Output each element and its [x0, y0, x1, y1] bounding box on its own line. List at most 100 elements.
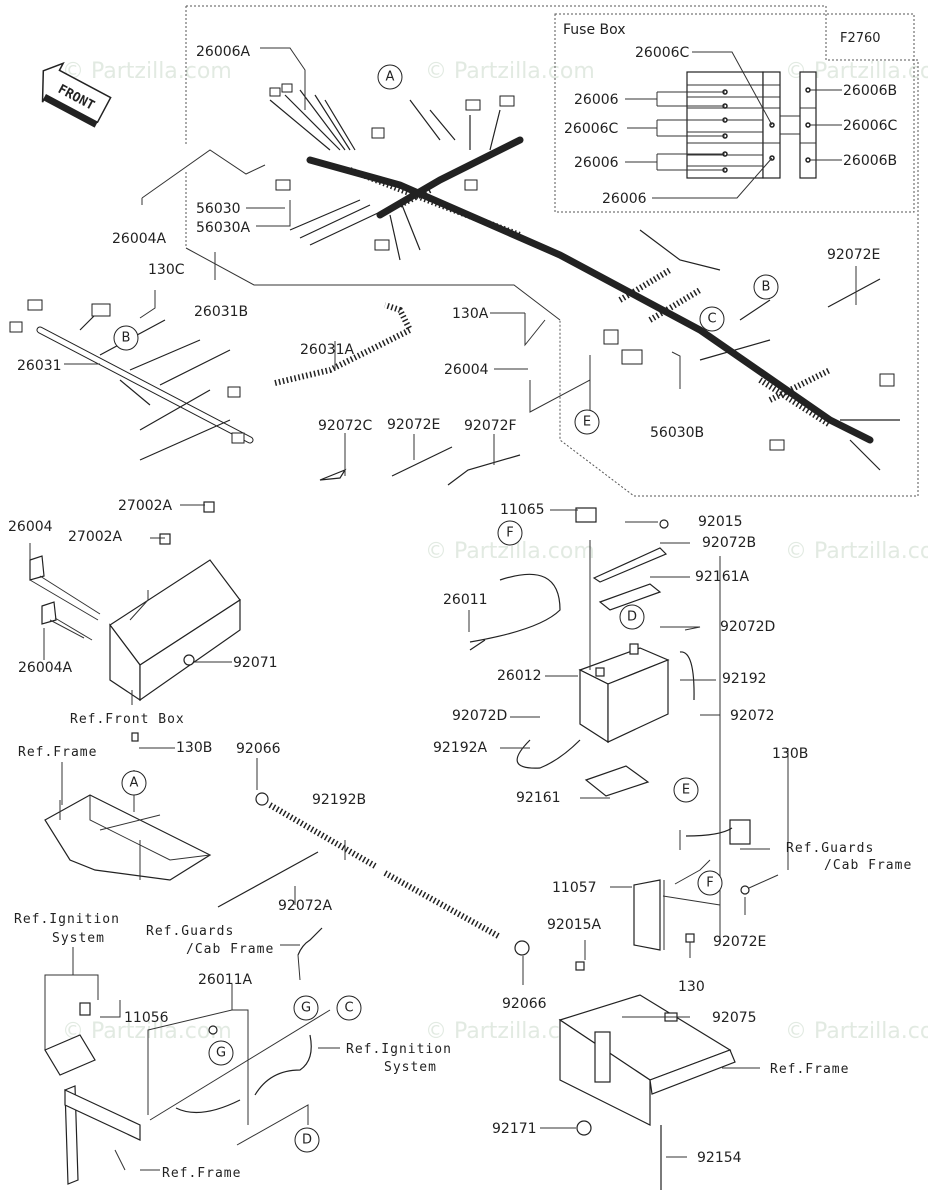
- fuse-label-26006-bottom: 26006: [602, 191, 647, 207]
- part-92154[interactable]: 92154: [697, 1150, 742, 1166]
- part-92192B[interactable]: 92192B: [312, 792, 366, 808]
- front-arrow-icon: FRONT: [41, 61, 112, 128]
- callout-D-bottom: D: [294, 1127, 320, 1153]
- callout-A-top: A: [377, 64, 403, 90]
- harness-26031: [9, 299, 254, 461]
- ignition-bracket: [44, 927, 323, 1185]
- part-26031[interactable]: 26031: [17, 358, 62, 374]
- battery-26012: [469, 507, 695, 797]
- part-92072E-mid[interactable]: 92072E: [387, 417, 440, 433]
- part-26004-left[interactable]: 26004: [8, 519, 53, 535]
- svg-text:A: A: [130, 776, 139, 791]
- ref-guards-2-line1: Ref.Guards: [786, 841, 874, 856]
- part-92072A[interactable]: 92072A: [278, 898, 333, 914]
- svg-text:D: D: [302, 1133, 312, 1148]
- svg-text:D: D: [627, 610, 637, 625]
- part-26031A[interactable]: 26031A: [300, 342, 355, 358]
- part-92072E-top[interactable]: 92072E: [827, 247, 880, 263]
- part-26011[interactable]: 26011: [443, 592, 488, 608]
- part-130B-right[interactable]: 130B: [772, 746, 808, 762]
- part-56030A[interactable]: 56030A: [196, 220, 251, 236]
- part-92066-bottom[interactable]: 92066: [502, 996, 547, 1012]
- part-92072D-left[interactable]: 92072D: [452, 708, 507, 724]
- svg-text:E: E: [583, 415, 591, 430]
- part-92192A[interactable]: 92192A: [433, 740, 488, 756]
- fuse-label-26006-lower: 26006: [574, 155, 619, 171]
- fuse-box-title: Fuse Box: [563, 22, 626, 38]
- part-92072[interactable]: 92072: [730, 708, 775, 724]
- figure-id: F2760: [840, 31, 881, 46]
- part-92072F[interactable]: 92072F: [464, 418, 517, 434]
- callout-E-bottom: E: [673, 777, 699, 803]
- cable-ties: [319, 278, 881, 486]
- svg-text:G: G: [301, 1001, 311, 1016]
- ref-frame-3: Ref.Frame: [770, 1062, 849, 1077]
- watermark: © Partzilla.com: [62, 59, 232, 84]
- part-26006A[interactable]: 26006A: [196, 44, 251, 60]
- callout-C-bottom: C: [336, 995, 362, 1021]
- part-92161[interactable]: 92161: [516, 790, 561, 806]
- main-harness-26031B: [269, 83, 900, 471]
- part-92066-top[interactable]: 92066: [236, 741, 281, 757]
- part-labels: 26006A 26004A 56030 56030A 26031B 130C 2…: [8, 44, 880, 1166]
- part-92015A[interactable]: 92015A: [547, 917, 602, 933]
- reference-labels: Ref.Front Box Ref.Frame Ref.Ignition Sys…: [14, 712, 912, 1181]
- leader-lines: [29, 47, 857, 1171]
- harness-group-outline: [185, 247, 561, 321]
- part-130[interactable]: 130: [678, 979, 705, 995]
- part-92171[interactable]: 92171: [492, 1121, 537, 1137]
- front-box: [29, 501, 241, 702]
- part-56030[interactable]: 56030: [196, 201, 241, 217]
- battery-bracket: [575, 819, 779, 971]
- ref-ignition-2-line1: Ref.Ignition: [346, 1042, 452, 1057]
- svg-text:E: E: [682, 783, 690, 798]
- part-26004-mid[interactable]: 26004: [444, 362, 489, 378]
- battery-tray: [558, 994, 736, 1190]
- part-92072E-bottom[interactable]: 92072E: [713, 934, 766, 950]
- part-92075[interactable]: 92075: [712, 1010, 757, 1026]
- fuse-label-26006C-right: 26006C: [843, 118, 898, 134]
- callout-G-left: G: [208, 1040, 234, 1066]
- fuse-box-outline: [554, 13, 915, 213]
- part-92192[interactable]: 92192: [722, 671, 767, 687]
- part-11056[interactable]: 11056: [124, 1010, 169, 1026]
- part-26004A-left[interactable]: 26004A: [18, 660, 73, 676]
- part-130B-left[interactable]: 130B: [176, 740, 212, 756]
- svg-text:G: G: [216, 1046, 226, 1061]
- part-26004A-top[interactable]: 26004A: [112, 231, 167, 247]
- ref-guards-2-line2: /Cab Frame: [824, 858, 912, 873]
- part-130A[interactable]: 130A: [452, 306, 489, 322]
- part-92072B[interactable]: 92072B: [702, 535, 756, 551]
- part-27002A-1[interactable]: 27002A: [118, 498, 173, 514]
- callout-C-top: C: [699, 306, 725, 332]
- part-92072C[interactable]: 92072C: [318, 418, 373, 434]
- ref-frame-2: Ref.Frame: [162, 1166, 241, 1181]
- ref-ignition-1-line1: Ref.Ignition: [14, 912, 120, 927]
- svg-text:C: C: [707, 312, 716, 327]
- part-26012[interactable]: 26012: [497, 668, 542, 684]
- part-27002A-2[interactable]: 27002A: [68, 529, 123, 545]
- callout-F-bottom: F: [697, 870, 723, 896]
- conduit-92192B: [217, 792, 530, 956]
- part-26011A[interactable]: 26011A: [198, 972, 253, 988]
- part-26031B[interactable]: 26031B: [194, 304, 248, 320]
- fuse-box-group: Fuse Box F2760 26006C 26006 26006C 26006…: [554, 13, 915, 213]
- ref-frame-1: Ref.Frame: [18, 745, 97, 760]
- fuse-label-26006B-top: 26006B: [843, 83, 897, 99]
- part-92072D-right[interactable]: 92072D: [720, 619, 775, 635]
- svg-text:B: B: [762, 280, 771, 295]
- fuse-label-26006B-bottom: 26006B: [843, 153, 897, 169]
- watermarks: © Partzilla.com © Partzilla.com © Partzi…: [62, 59, 928, 1044]
- part-11057[interactable]: 11057: [552, 880, 597, 896]
- svg-text:A: A: [386, 70, 395, 85]
- callout-G-right: G: [293, 995, 319, 1021]
- part-92071[interactable]: 92071: [233, 655, 278, 671]
- part-11065[interactable]: 11065: [500, 502, 545, 518]
- frame-left: [44, 732, 212, 881]
- part-130C[interactable]: 130C: [148, 262, 185, 278]
- part-92161A[interactable]: 92161A: [695, 569, 750, 585]
- ref-front-box: Ref.Front Box: [70, 712, 185, 727]
- part-92015[interactable]: 92015: [698, 514, 743, 530]
- part-56030B[interactable]: 56030B: [650, 425, 704, 441]
